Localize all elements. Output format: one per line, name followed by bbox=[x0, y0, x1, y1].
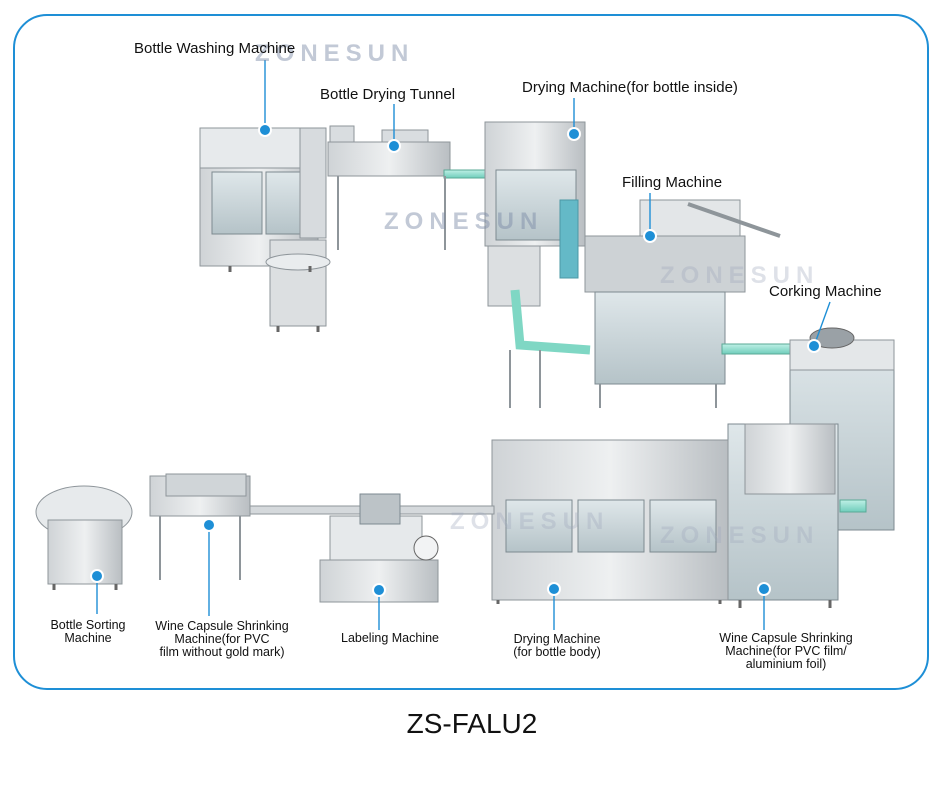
label-bottle-drying-tunnel: Bottle Drying Tunnel bbox=[320, 86, 455, 103]
bottle-sorting-machine bbox=[36, 486, 132, 590]
watermark: ZONESUN bbox=[450, 508, 609, 536]
label-drying-machine-inside: Drying Machine(for bottle inside) bbox=[522, 79, 738, 96]
wine-capsule-foil-machine bbox=[728, 424, 838, 608]
label-wine-capsule-pvc-machine: Wine Capsule Shrinking Machine(for PVC f… bbox=[142, 620, 302, 659]
bottle-washing-machine bbox=[200, 128, 330, 332]
model-name: ZS-FALU2 bbox=[0, 708, 944, 740]
label-bottle-washing-machine: Bottle Washing Machine bbox=[134, 40, 295, 57]
label-filling-machine: Filling Machine bbox=[622, 174, 722, 191]
label-wine-capsule-foil-machine: Wine Capsule Shrinking Machine(for PVC f… bbox=[704, 632, 868, 671]
wine-capsule-pvc-machine bbox=[150, 474, 250, 580]
label-bottle-sorting-machine: Bottle Sorting Machine bbox=[42, 619, 134, 645]
label-labeling-machine: Labeling Machine bbox=[322, 632, 458, 645]
filling-machine bbox=[585, 200, 792, 408]
watermark: ZONESUN bbox=[660, 522, 819, 550]
watermark: ZONESUN bbox=[384, 208, 543, 236]
label-drying-machine-body: Drying Machine (for bottle body) bbox=[494, 633, 620, 659]
drying-machine-inside bbox=[485, 122, 590, 408]
label-corking-machine: Corking Machine bbox=[769, 283, 882, 300]
